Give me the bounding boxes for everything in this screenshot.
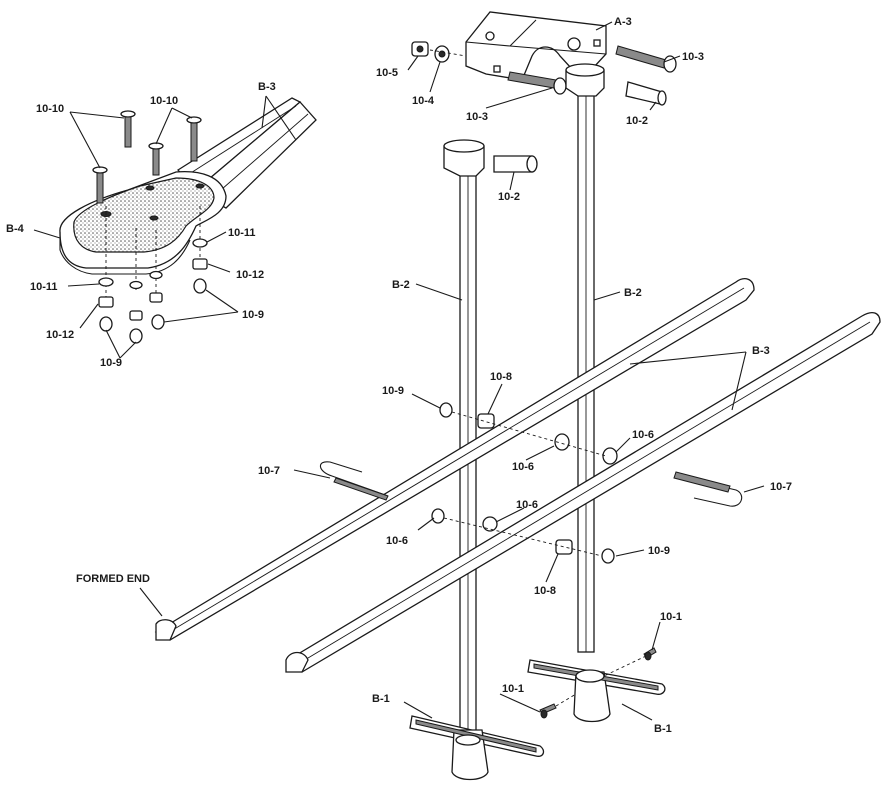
label-10-4: 10-4 xyxy=(412,95,435,107)
label-10-6-lower: 10-6 xyxy=(516,499,538,511)
carriage-bolt-10-10 xyxy=(92,110,202,204)
skid-b3-back xyxy=(154,278,755,641)
label-b3: B-3 xyxy=(752,345,770,357)
label-10-7-right: 10-7 xyxy=(770,481,792,493)
label-10-1-left: 10-1 xyxy=(502,683,524,695)
seat-leader-lines xyxy=(33,95,297,359)
label-10-2-right: 10-2 xyxy=(626,115,648,127)
u-bolt-10-7-right xyxy=(673,471,743,507)
seat-nuts-and-washers xyxy=(98,238,208,344)
label-10-3: 10-3 xyxy=(466,111,488,123)
bolt-guide-line xyxy=(429,49,467,57)
skid-b3-front xyxy=(285,311,881,673)
label-b1-right: B-1 xyxy=(654,723,672,735)
cross-hardware xyxy=(431,402,618,564)
label-10-8-lower: 10-8 xyxy=(534,585,556,597)
label-10-2-left: 10-2 xyxy=(498,191,520,203)
label-b2-left: B-2 xyxy=(392,279,410,291)
label-a3: A-3 xyxy=(614,16,632,28)
foot-b1-right xyxy=(527,659,666,723)
label-formed-end: FORMED END xyxy=(76,573,150,585)
leader-lines xyxy=(139,21,765,721)
label-10-6-mid: 10-6 xyxy=(512,461,534,473)
seat-rails-b3-upper xyxy=(177,97,317,209)
bolt-10-3 xyxy=(507,45,677,95)
label-10-9-lower: 10-9 xyxy=(648,545,670,557)
part-labels: A-3 10-3 10-5 10-4 10-3 10-2 10-2 10-10 … xyxy=(6,16,792,735)
label-10-3-top: 10-3 xyxy=(682,51,704,63)
u-bolt-10-7-left xyxy=(319,461,389,501)
label-10-11-right: 10-11 xyxy=(228,227,256,239)
seat-b4 xyxy=(59,170,227,275)
label-10-10-left: 10-10 xyxy=(36,103,64,115)
label-10-10-right: 10-10 xyxy=(150,95,178,107)
label-10-9-left: 10-9 xyxy=(100,357,122,369)
label-b3-seat: B-3 xyxy=(258,81,276,93)
foot-b1-left xyxy=(409,715,545,781)
label-b4: B-4 xyxy=(6,223,25,235)
label-10-9-upper: 10-9 xyxy=(382,385,404,397)
label-b1-left: B-1 xyxy=(372,693,390,705)
label-10-6-right: 10-6 xyxy=(632,429,654,441)
label-10-5: 10-5 xyxy=(376,67,398,79)
label-10-11-left: 10-11 xyxy=(30,281,58,293)
bracket-nut-and-washer xyxy=(411,41,450,63)
screw-10-1 xyxy=(539,647,657,719)
label-10-6-left: 10-6 xyxy=(386,535,408,547)
label-10-7-left: 10-7 xyxy=(258,465,280,477)
label-b2-right: B-2 xyxy=(624,287,642,299)
label-10-9-right: 10-9 xyxy=(242,309,264,321)
label-10-12-left: 10-12 xyxy=(46,329,74,341)
seat-fastener-guide-lines xyxy=(105,206,201,298)
label-10-12-right: 10-12 xyxy=(236,269,264,281)
label-10-1-right: 10-1 xyxy=(660,611,682,623)
label-10-8-upper: 10-8 xyxy=(490,371,512,383)
